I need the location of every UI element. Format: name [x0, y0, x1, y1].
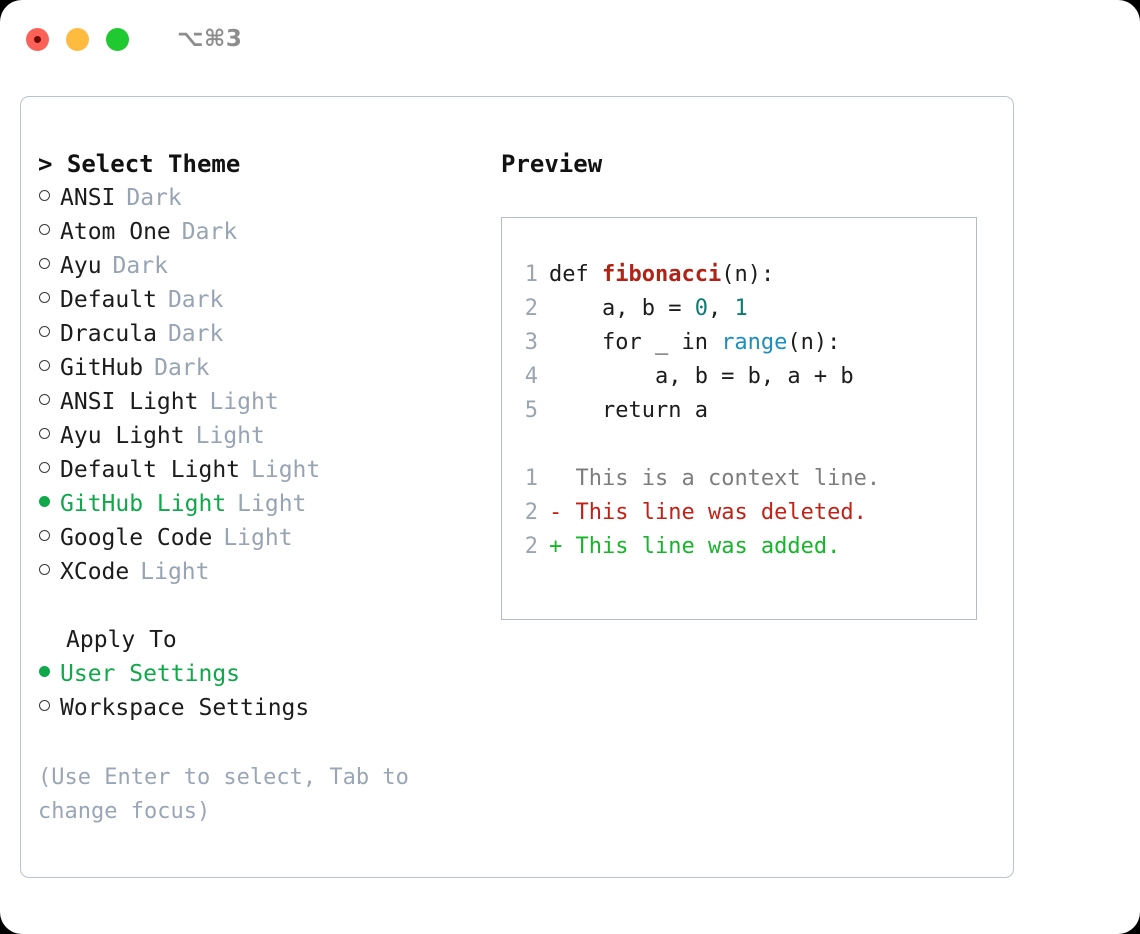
line-number: 2 [524, 534, 538, 559]
theme-option-label: Atom One [60, 219, 171, 245]
keyboard-shortcut-label: ⌥⌘3 [177, 26, 243, 52]
code-token-plain: a, b = b, a + b [549, 364, 854, 389]
diff-sample: 1 This is a context line.2- This line wa… [502, 462, 976, 564]
theme-option-label: XCode [60, 559, 130, 585]
theme-variant-tag: Dark [154, 355, 210, 381]
line-number: 2 [524, 296, 538, 321]
apply-to-heading: Apply To [66, 627, 177, 653]
code-line-content: a, b = b, a + b [549, 360, 854, 394]
code-line: 5 return a [502, 394, 976, 428]
theme-variant-tag: Light [223, 525, 293, 551]
list-spacer [38, 589, 488, 623]
minimize-button[interactable] [66, 27, 89, 51]
theme-option-label: Ayu Light [60, 423, 185, 449]
diff-marker: + [549, 534, 576, 559]
code-token-function: fibonacci [601, 262, 722, 287]
line-number: 2 [524, 500, 538, 525]
diff-line-text: This line was deleted. [575, 500, 867, 525]
diff-marker: - [549, 500, 576, 525]
code-token-plain: a, b = [549, 296, 695, 321]
theme-variant-tag: Dark [181, 219, 238, 245]
code-diff-separator [502, 428, 976, 462]
theme-option-ayu-light[interactable]: Ayu Light Light [38, 419, 488, 453]
code-token-plain: (n): [721, 262, 775, 287]
theme-option-default-light[interactable]: Default Light Light [38, 453, 488, 487]
theme-option-label: ANSI [60, 185, 116, 211]
theme-variant-tag: Light [195, 423, 265, 449]
code-line: 2 a, b = 0, 1 [502, 292, 976, 326]
code-token-call: range [721, 330, 788, 355]
preview-heading: Preview [501, 150, 603, 178]
theme-variant-tag: Dark [167, 287, 224, 313]
code-line-content: return a [549, 394, 708, 428]
close-button[interactable] [26, 27, 49, 51]
theme-variant-tag: Light [140, 559, 210, 585]
theme-option-label: Dracula [60, 321, 157, 347]
diff-line-text: This line was added. [575, 534, 841, 559]
theme-option-label: Default [60, 287, 157, 313]
select-theme-heading: > Select Theme [38, 150, 241, 178]
code-line-content: a, b = 0, 1 [549, 292, 748, 326]
maximize-button[interactable] [106, 27, 129, 51]
theme-variant-tag: Dark [167, 321, 224, 347]
line-number: 4 [524, 364, 538, 389]
theme-option-atom-one[interactable]: Atom One Dark [38, 215, 488, 249]
line-number: 1 [524, 466, 538, 491]
code-token-plain: def [549, 262, 602, 287]
diff-line-context: 1 This is a context line. [502, 462, 976, 496]
line-number: 5 [524, 398, 538, 423]
apply-to-option-label: User Settings [60, 661, 241, 687]
theme-variant-tag: Dark [126, 185, 182, 211]
theme-option-label: Google Code [60, 525, 213, 551]
theme-option-xcode[interactable]: XCode Light [38, 555, 488, 589]
line-number: 1 [524, 262, 538, 287]
code-line: 3 for _ in range(n): [502, 326, 976, 360]
theme-option-google-code[interactable]: Google Code Light [38, 521, 488, 555]
theme-option-label: Default Light [60, 457, 241, 483]
code-token-number: 0 [694, 296, 708, 321]
code-token-plain: return a [549, 398, 708, 423]
code-line: 1 def fibonacci(n): [502, 258, 976, 292]
theme-option-default[interactable]: Default Dark [38, 283, 488, 317]
line-number: 3 [524, 330, 538, 355]
keyboard-hint-text: (Use Enter to select, Tab to change focu… [38, 765, 409, 824]
apply-to-option-user-settings[interactable]: User Settings [38, 657, 488, 691]
theme-option-ansi[interactable]: ANSI Dark [38, 181, 488, 215]
code-line-content: for _ in range(n): [549, 326, 840, 360]
code-token-plain: , [707, 296, 735, 321]
theme-option-github-light[interactable]: GitHub Light Light [38, 487, 488, 521]
apply-to-option-label: Workspace Settings [60, 695, 310, 721]
title-bar: ⌥⌘3 [0, 0, 1140, 78]
theme-option-ayu[interactable]: Ayu Dark [38, 249, 488, 283]
theme-variant-tag: Light [251, 457, 321, 483]
code-line-content: def fibonacci(n): [549, 258, 774, 292]
code-token-number: 1 [734, 296, 748, 321]
theme-variant-tag: Light [237, 491, 307, 517]
theme-option-dracula[interactable]: Dracula Dark [38, 317, 488, 351]
theme-option-label: Ayu [60, 253, 102, 279]
theme-variant-tag: Light [209, 389, 279, 415]
diff-line-added: 2 + This line was added. [502, 530, 976, 564]
theme-option-label: GitHub [60, 355, 144, 381]
theme-option-label: GitHub Light [60, 491, 227, 517]
theme-variant-tag: Dark [112, 253, 168, 279]
diff-line-text: This is a context line. [575, 466, 881, 491]
theme-option-label: ANSI Light [60, 389, 199, 415]
diff-line-deleted: 2- This line was deleted. [502, 496, 976, 530]
code-line: 4 a, b = b, a + b [502, 360, 976, 394]
apply-to-option-workspace-settings[interactable]: Workspace Settings [38, 691, 488, 725]
diff-marker [549, 462, 576, 496]
code-token-plain: for _ in [549, 330, 722, 355]
code-token-plain: (n): [787, 330, 841, 355]
theme-option-github[interactable]: GitHub Dark [38, 351, 488, 385]
theme-option-ansi-light[interactable]: ANSI Light Light [38, 385, 488, 419]
